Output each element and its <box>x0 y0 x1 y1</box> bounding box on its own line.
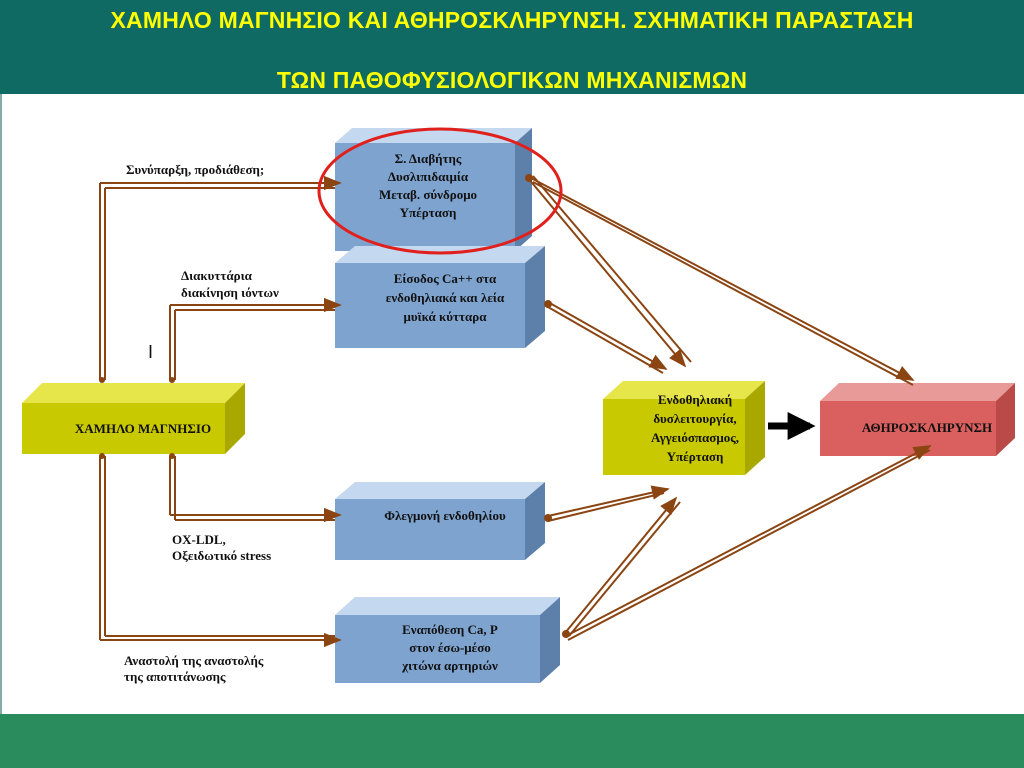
node-diabetes-line-1: Σ. Διαβήτης <box>395 151 462 166</box>
title-bar: ΧΑΜΗΛΟ ΜΑΓΝΗΣΙΟ ΚΑΙ ΑΘΗΡΟΣΚΛΗΡΥΝΣΗ. ΣΧΗΜ… <box>0 0 1024 94</box>
connector-dots <box>99 174 570 638</box>
label-oxidative-line-1: OX-LDL, <box>172 532 226 547</box>
node-calcium-line-1: Είσοδος Ca++ στα <box>394 271 497 286</box>
node-low-magnesium-label: ΧΑΜΗΛΟ ΜΑΓΝΗΣΙΟ <box>75 421 211 436</box>
node-diabetes-line-2: Δυσλιπιδαιμία <box>388 169 469 184</box>
node-calcium-line-2: ενδοθηλιακά και λεία <box>386 290 505 305</box>
node-diabetes: Σ. Διαβήτης Δυσλιπιδαιμία Μεταβ. σύνδρομ… <box>335 128 532 251</box>
label-ion-transport-line-1: Διακυττάρια <box>181 268 253 283</box>
node-inflammation: Φλεγμονή ενδοθηλίου <box>335 482 545 560</box>
slide-title-line-2: ΤΩΝ ΠΑΘΟΦΥΣΙΟΛΟΓΙΚΩΝ ΜΗΧΑΝΙΣΜΩΝ <box>276 67 748 93</box>
label-oxidative-line-2: Οξειδωτικό stress <box>172 548 271 563</box>
node-deposition-line-3: χιτώνα αρτηριών <box>401 658 498 673</box>
node-calcium-entry: Είσοδος Ca++ στα ενδοθηλιακά και λεία μυ… <box>335 246 545 348</box>
node-atherosclerosis-label: ΑΘΗΡΟΣΚΛΗΡΥΝΣΗ <box>862 420 992 435</box>
node-diabetes-line-3: Μεταβ. σύνδρομο <box>379 187 477 202</box>
node-endothelial-line-1: Ενδοθηλιακή <box>658 392 732 407</box>
connectors <box>99 175 932 648</box>
node-deposition-line-1: Εναπόθεση Ca, P <box>402 622 498 637</box>
stray-mark: I <box>148 342 153 362</box>
highlight-circle <box>317 127 563 255</box>
node-endothelial-line-2: δυσλειτουργία, <box>653 411 736 426</box>
node-endothelial-dysfunction: Ενδοθηλιακή δυσλειτουργία, Αγγειόσπασμος… <box>603 381 765 475</box>
box-side-face <box>515 128 532 251</box>
box-front-face <box>335 143 515 251</box>
node-low-magnesium: ΧΑΜΗΛΟ ΜΑΓΝΗΣΙΟ <box>22 383 245 454</box>
label-ion-transport-line-2: διακίνηση ιόντων <box>181 285 279 300</box>
node-endothelial-line-3: Αγγειόσπασμος, <box>651 430 739 445</box>
node-diabetes-line-4: Υπέρταση <box>400 205 457 220</box>
node-deposition-line-2: στον έσω-μέσο <box>409 640 491 655</box>
node-endothelial-line-4: Υπέρταση <box>667 449 724 464</box>
node-atherosclerosis: ΑΘΗΡΟΣΚΛΗΡΥΝΣΗ <box>820 383 1015 456</box>
label-inhibition-line-2: της αποτιτάνωσης <box>124 669 226 684</box>
footer-bar <box>0 714 1024 768</box>
node-calcium-line-3: μυϊκά κύτταρα <box>404 309 488 324</box>
label-coexistence: Συνύπαρξη, προδιάθεση; <box>126 162 264 177</box>
node-inflammation-line-1: Φλεγμονή ενδοθηλίου <box>384 508 506 523</box>
node-ca-p-deposition: Εναπόθεση Ca, P στον έσω-μέσο χιτώνα αρτ… <box>335 597 560 683</box>
slide-title-line-1: ΧΑΜΗΛΟ ΜΑΓΝΗΣΙΟ ΚΑΙ ΑΘΗΡΟΣΚΛΗΡΥΝΣΗ. ΣΧΗΜ… <box>110 7 914 33</box>
label-inhibition-line-1: Αναστολή της αναστολής <box>124 653 264 668</box>
